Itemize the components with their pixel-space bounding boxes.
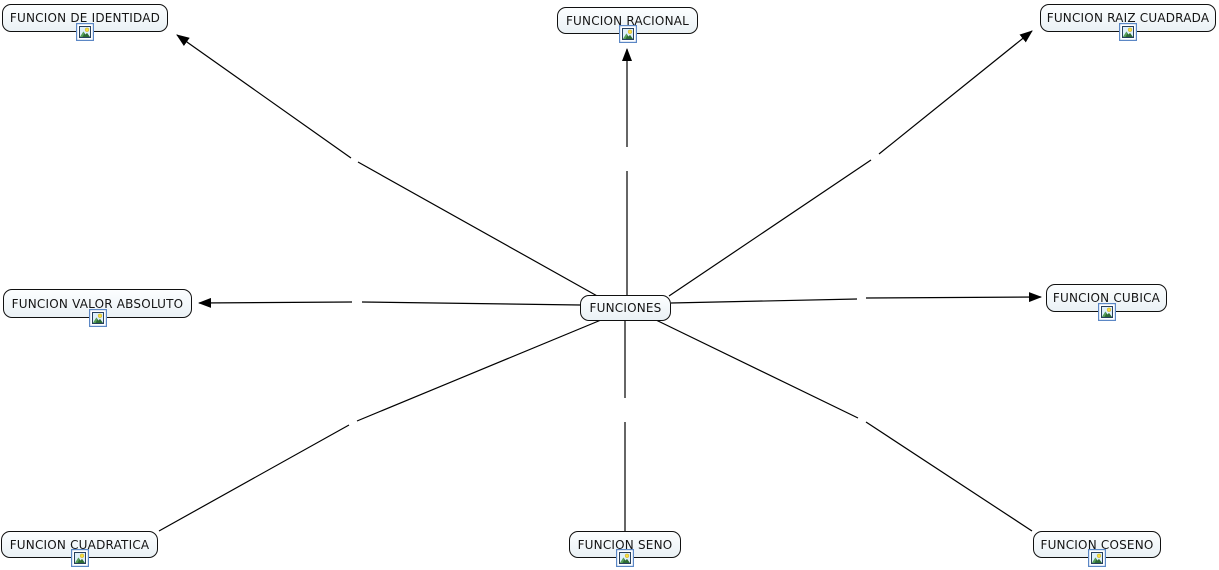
node-funcion-seno[interactable]: FUNCION SENO	[569, 531, 681, 567]
connector-cubica	[670, 292, 1042, 304]
image-resource-icon[interactable]	[1088, 549, 1106, 567]
node-label: FUNCIONES	[589, 301, 662, 315]
image-resource-icon[interactable]	[618, 25, 637, 43]
image-resource-icon[interactable]	[70, 549, 89, 567]
node-funcion-cuadratica[interactable]: FUNCION CUADRATICA	[1, 531, 158, 567]
connector-cuadratica	[158, 319, 602, 532]
node-funcion-racional[interactable]: FUNCION RACIONAL	[557, 7, 698, 43]
node-funcion-de-identidad[interactable]: FUNCION DE IDENTIDAD	[2, 4, 168, 41]
node-funcion-valor-absoluto[interactable]: FUNCION VALOR ABSOLUTO	[3, 289, 192, 327]
image-resource-icon[interactable]	[88, 309, 107, 327]
image-resource-icon[interactable]	[76, 23, 94, 41]
node-funciones-center[interactable]: FUNCIONES	[580, 295, 671, 321]
connector-coseno	[655, 319, 1033, 532]
image-resource-icon[interactable]	[616, 549, 634, 567]
image-resource-icon[interactable]	[1119, 23, 1137, 41]
connector-identidad	[176, 34, 600, 298]
image-resource-icon[interactable]	[1097, 303, 1116, 321]
node-funcion-coseno[interactable]: FUNCION COSENO	[1033, 531, 1161, 567]
connector-valor-absoluto	[198, 297, 581, 308]
connector-raiz-cuadrada	[668, 30, 1033, 297]
node-funcion-raiz-cuadrada[interactable]: FUNCION RAIZ CUADRADA	[1040, 4, 1216, 41]
node-funcion-cubica[interactable]: FUNCION CUBICA	[1046, 284, 1167, 321]
